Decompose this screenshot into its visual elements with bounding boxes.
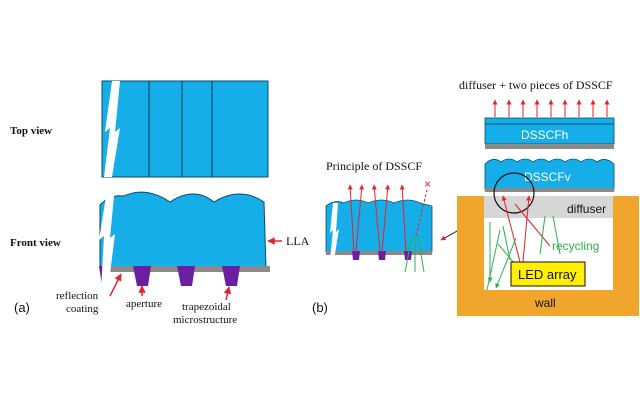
dsscfh-film: [484, 117, 615, 149]
lla-label: LLA: [286, 234, 310, 248]
panel-b-label: (b): [312, 300, 328, 315]
reject-cross: ×: [424, 177, 431, 191]
front-view-label: Front view: [10, 237, 61, 249]
aperture-1: [133, 266, 151, 286]
top-view-label: Top view: [10, 125, 52, 137]
panel-a: Top view Front view LLA reflection coati…: [10, 80, 310, 326]
diffuser-title: diffuser + two pieces of DSSCF: [459, 78, 613, 92]
recycling-label: recycling: [552, 239, 599, 253]
dsscfv-label: DSSCFv: [524, 170, 571, 184]
dsscfh-label: DSSCFh: [521, 128, 568, 142]
aperture-2: [177, 266, 195, 286]
front-view-array: [99, 191, 270, 290]
wall-label: wall: [534, 296, 556, 310]
led-array: [510, 261, 586, 287]
aperture-label: aperture: [126, 298, 162, 310]
panel-b: (b) Principle of DSSCF × di: [312, 78, 639, 316]
magnify-circle: [493, 172, 535, 214]
trapezoidal-label: trapezoidal microstructure: [173, 301, 237, 326]
principle-label: Principle of DSSCF: [326, 159, 422, 173]
led-label: LED array: [518, 267, 577, 282]
diffuser-label: diffuser: [567, 202, 606, 216]
panel-a-label: (a): [14, 300, 30, 315]
top-view-array: [101, 80, 269, 178]
aperture-3: [222, 266, 240, 286]
dsscfv-film: [484, 158, 615, 192]
wall: [457, 196, 639, 316]
principle-sketch: ×: [325, 177, 433, 273]
inner-rays: [486, 195, 561, 291]
reflection-coating-label: reflection coating: [56, 290, 101, 315]
output-rays: [492, 99, 610, 117]
